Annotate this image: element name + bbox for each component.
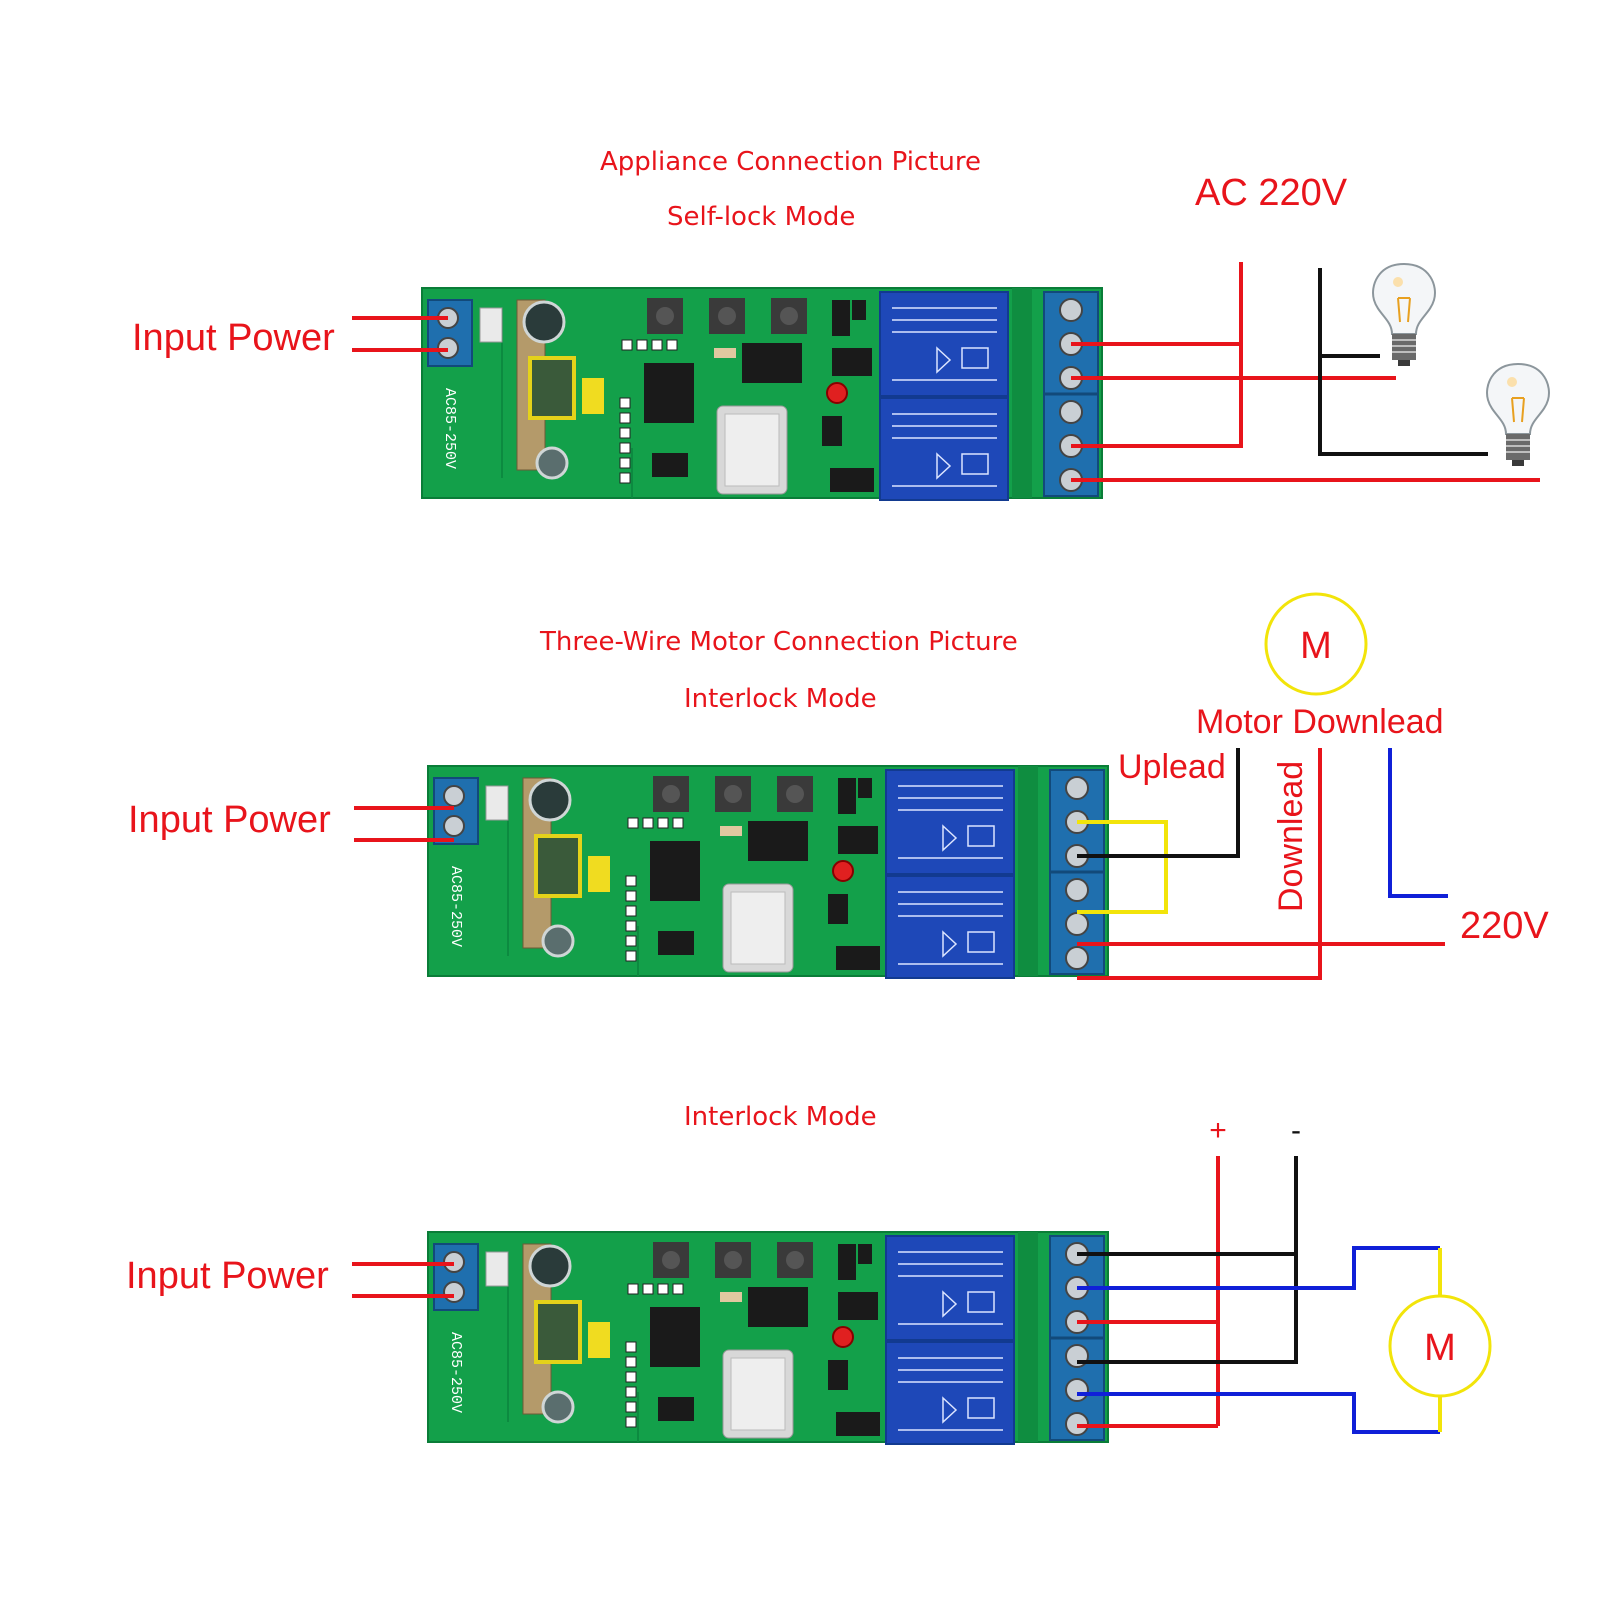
panel-appliance: Appliance Connection Picture Self-lock M…	[132, 147, 1550, 502]
panel-title: Three-Wire Motor Connection Picture	[539, 627, 1018, 657]
panel-dc-motor: Interlock Mode Input Power AC85-250V + -…	[126, 1102, 1492, 1446]
relay-board-icon	[426, 1230, 1110, 1446]
board-voltage-label: AC85-250V	[447, 1332, 464, 1413]
board-voltage-label: AC85-250V	[447, 866, 464, 947]
motor-symbol: M	[1424, 1327, 1456, 1369]
panel-three-wire-motor: Three-Wire Motor Connection Picture Inte…	[128, 592, 1549, 980]
panel-mode: Interlock Mode	[684, 684, 877, 714]
relay-board-icon	[420, 286, 1104, 502]
input-power-label: Input Power	[128, 799, 331, 841]
output-wires	[1071, 262, 1540, 482]
input-power-wires	[354, 806, 454, 842]
downlead-label: Downlead	[1272, 761, 1310, 912]
plus-label: +	[1209, 1114, 1227, 1147]
motor-icon: M	[1388, 1294, 1492, 1398]
board-voltage-label: AC85-250V	[441, 388, 458, 469]
input-power-label: Input Power	[132, 317, 335, 359]
minus-label: -	[1291, 1114, 1301, 1147]
supply-label: 220V	[1460, 905, 1549, 947]
input-power-label: Input Power	[126, 1255, 329, 1297]
motor-symbol: M	[1300, 625, 1332, 667]
output-wires	[1077, 1156, 1442, 1434]
input-power-wires	[352, 316, 448, 352]
uplead-label: Uplead	[1118, 748, 1226, 786]
supply-label: AC 220V	[1195, 172, 1348, 214]
panel-mode: Interlock Mode	[684, 1102, 877, 1132]
panel-title: Appliance Connection Picture	[600, 147, 981, 177]
input-power-wires	[352, 1262, 454, 1298]
motor-downlead-label: Motor Downlead	[1196, 703, 1444, 741]
output-wires	[1077, 748, 1448, 980]
motor-icon: M	[1264, 592, 1368, 696]
panel-mode: Self-lock Mode	[667, 202, 855, 232]
relay-board-icon	[426, 764, 1110, 980]
light-bulb-icon	[1372, 263, 1436, 367]
light-bulb-icon	[1486, 363, 1550, 467]
